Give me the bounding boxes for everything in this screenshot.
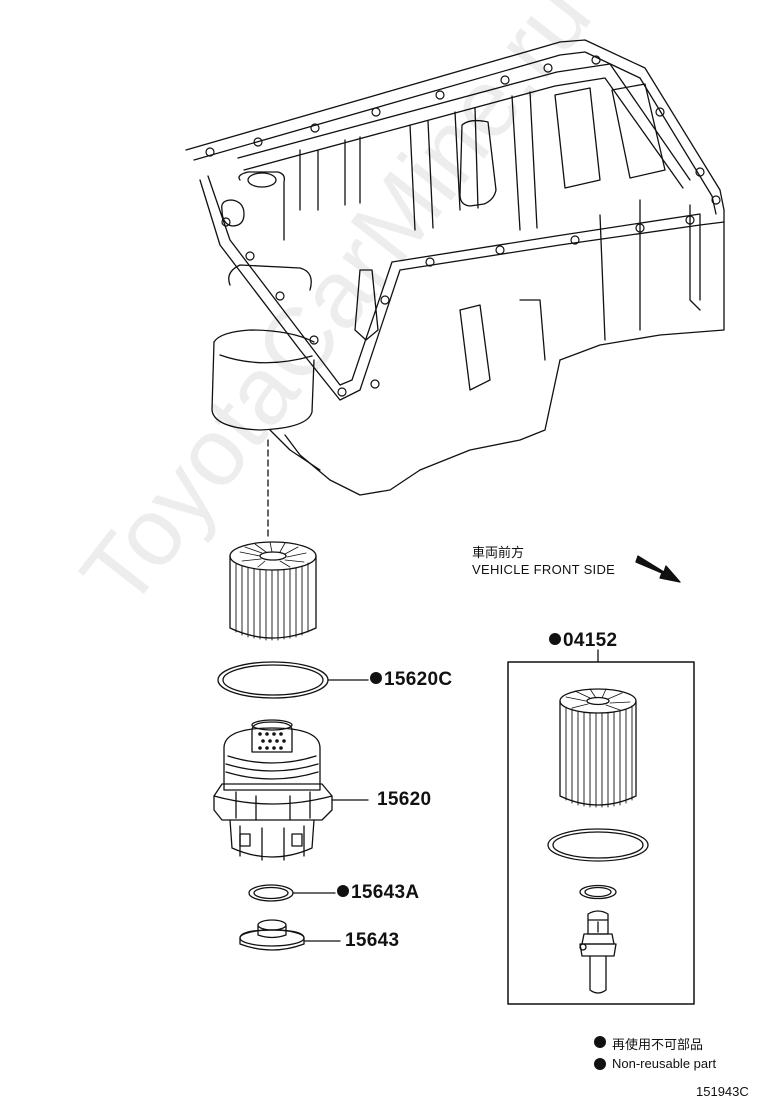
part-label-15643[interactable]: 15643: [345, 930, 399, 952]
part-label-15620[interactable]: 15620: [377, 789, 431, 811]
part-number: 15620: [377, 789, 432, 810]
non-reusable-marker-icon: [370, 672, 382, 684]
part-number: 15643A: [351, 882, 420, 903]
non-reusable-marker-icon: [549, 633, 561, 645]
kit-filter-element-drawing: [559, 688, 637, 808]
gasket-15620c-drawing: [217, 661, 329, 699]
legend-dot-2: [594, 1058, 606, 1070]
direction-label-jp: 車両前方: [472, 545, 525, 560]
kit-oring-drawing: [579, 884, 617, 900]
part-label-04152[interactable]: 04152: [549, 630, 617, 652]
filter-cap-drawing: [213, 719, 333, 861]
kit-box: [507, 661, 695, 1005]
oil-filter-element-drawing: [229, 541, 317, 641]
part-number: 15643: [345, 930, 400, 951]
kit-gasket-drawing: [547, 828, 649, 862]
legend-text-en: Non-reusable part: [612, 1056, 717, 1071]
direction-label-en: VEHICLE FRONT SIDE: [472, 562, 616, 577]
non-reusable-marker-icon: [337, 885, 349, 897]
drain-plug-15643-drawing: [239, 919, 305, 951]
engine-block-drawing: [185, 39, 725, 496]
part-number: 15620C: [384, 669, 453, 690]
kit-drain-valve-drawing: [579, 910, 617, 994]
legend-dot-1: [594, 1036, 606, 1048]
oring-15643a-drawing: [248, 884, 294, 902]
diagram-id: 151943C: [696, 1084, 749, 1099]
part-label-15620c[interactable]: 15620C: [370, 669, 452, 691]
vehicle-front-arrow-icon: [635, 555, 681, 583]
legend-text-jp: 再使用不可部品: [612, 1037, 704, 1052]
part-label-15643a[interactable]: 15643A: [337, 882, 419, 904]
part-number: 04152: [563, 630, 618, 651]
